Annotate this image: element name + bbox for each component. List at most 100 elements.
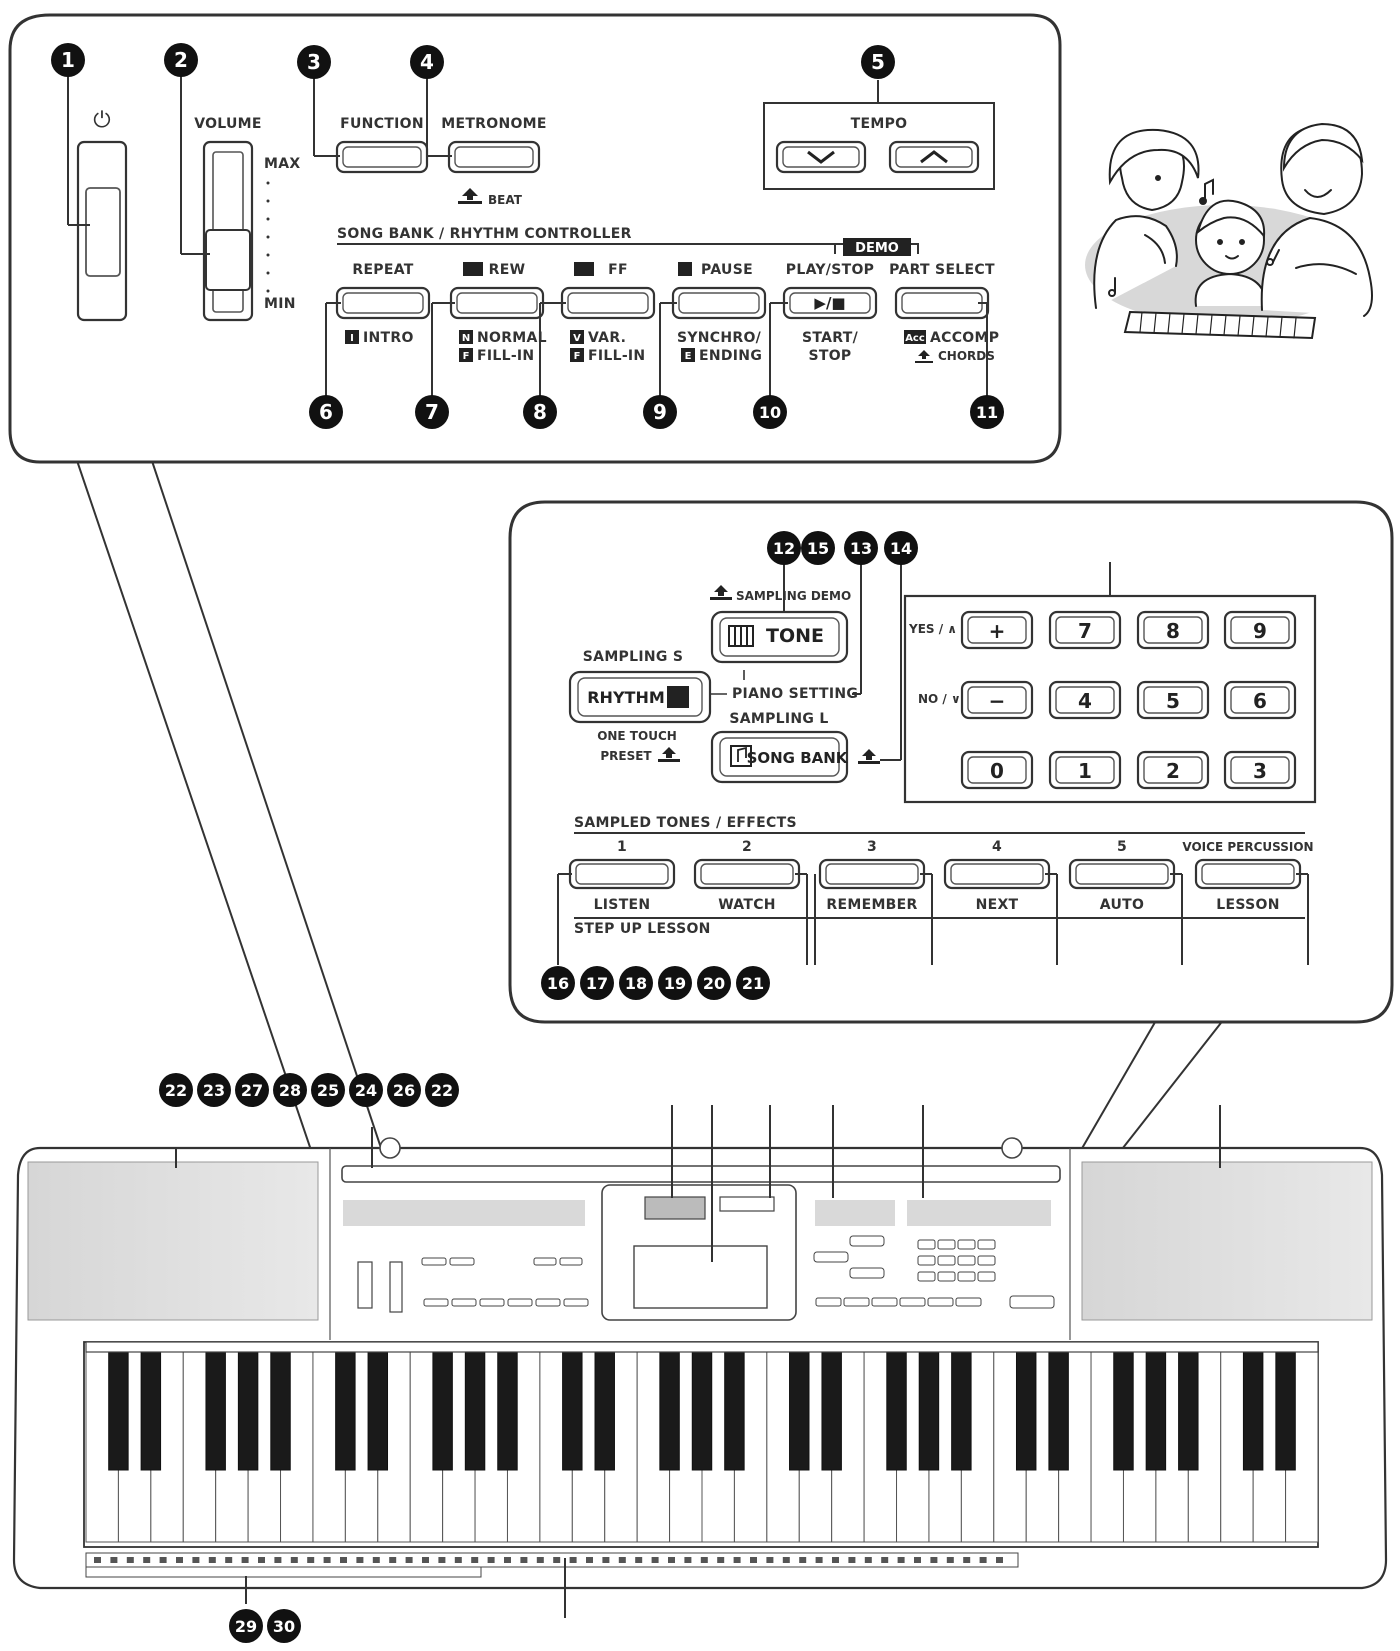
svg-text:27: 27	[241, 1081, 263, 1100]
keypad-button-7[interactable]	[1048, 610, 1122, 650]
black-key[interactable]	[886, 1351, 907, 1471]
black-key[interactable]	[1145, 1351, 1167, 1471]
keypad-label-8: 8	[1166, 619, 1180, 643]
black-key[interactable]	[464, 1351, 486, 1471]
callout-18: 18	[619, 966, 653, 1000]
ctrl-top-label-2: FF	[608, 262, 628, 278]
black-key[interactable]	[335, 1351, 356, 1471]
keypad-button-4[interactable]	[1048, 680, 1122, 720]
svg-text:2: 2	[174, 48, 188, 72]
ctrl-bottom2-3: ENDING	[699, 348, 762, 364]
black-key[interactable]	[789, 1351, 810, 1471]
top-control-panel: ⏻ VOLUME MAX MIN FUNCTION METRONOME BEAT…	[8, 13, 1062, 464]
one-touch-label: ONE TOUCH	[597, 729, 677, 743]
callout-13: 13	[844, 531, 878, 565]
piano-keys[interactable]	[85, 1341, 1319, 1543]
black-key[interactable]	[497, 1351, 518, 1471]
black-key[interactable]	[237, 1351, 259, 1471]
tempo-down-button[interactable]	[775, 140, 867, 174]
keyboard-body	[12, 439, 1388, 1618]
black-key[interactable]	[918, 1351, 940, 1471]
keypad-button-+[interactable]	[960, 610, 1034, 650]
black-key[interactable]	[951, 1351, 972, 1471]
tempo-label: TEMPO	[851, 116, 908, 132]
svg-text:17: 17	[586, 974, 608, 993]
keypad-label-0: 0	[990, 759, 1004, 783]
keypad-label-1: 1	[1078, 759, 1092, 783]
tempo-up-button[interactable]	[888, 140, 980, 174]
black-key[interactable]	[1178, 1351, 1199, 1471]
lesson-label-5: LESSON	[1216, 897, 1279, 913]
rhythm-button[interactable]	[568, 670, 712, 724]
function-label: FUNCTION	[340, 116, 424, 132]
keypad-button-6[interactable]	[1223, 680, 1297, 720]
black-key[interactable]	[1242, 1351, 1264, 1471]
chevron-down-icon	[807, 150, 835, 164]
ctrl-bottom2-1: FILL-IN	[477, 348, 534, 364]
callout-19: 19	[658, 966, 692, 1000]
keypad-label-7: 7	[1078, 619, 1092, 643]
keypad-button-−[interactable]	[960, 680, 1034, 720]
sampling-demo-label: SAMPLING DEMO	[736, 589, 851, 603]
svg-text:1: 1	[61, 48, 75, 72]
glyph2-1: F	[463, 351, 470, 362]
black-key[interactable]	[594, 1351, 615, 1471]
sampling-s-label: SAMPLING S	[583, 649, 683, 665]
keypad-label-−: −	[989, 689, 1006, 713]
black-key[interactable]	[691, 1351, 713, 1471]
black-key[interactable]	[821, 1351, 842, 1471]
song-bank-button[interactable]	[710, 730, 849, 784]
black-key[interactable]	[432, 1351, 453, 1471]
black-key[interactable]	[270, 1351, 291, 1471]
metronome-label: METRONOME	[441, 116, 547, 132]
keypad-button-5[interactable]	[1136, 680, 1210, 720]
svg-text:3: 3	[307, 50, 321, 74]
callout-24: 24	[349, 1073, 383, 1107]
callout-16: 16	[541, 966, 575, 1000]
sample-number-2: 3	[867, 839, 877, 855]
callout-22: 22	[159, 1073, 193, 1107]
tone-button[interactable]	[710, 610, 849, 664]
keypad-button-9[interactable]	[1223, 610, 1297, 650]
black-key[interactable]	[1048, 1351, 1069, 1471]
lesson-label-1: WATCH	[718, 897, 776, 913]
svg-text:30: 30	[273, 1617, 295, 1636]
sampling-l-label: SAMPLING L	[729, 711, 828, 727]
svg-text:12: 12	[773, 539, 795, 558]
volume-slider[interactable]	[205, 229, 251, 291]
black-key[interactable]	[1113, 1351, 1134, 1471]
black-key[interactable]	[1275, 1351, 1296, 1471]
keypad-button-1[interactable]	[1048, 750, 1122, 790]
black-key[interactable]	[1015, 1351, 1037, 1471]
glyph-0: I	[350, 333, 354, 344]
mid-control-panel: SAMPLING DEMO TONE SAMPLING S RHYTHM ONE…	[508, 500, 1394, 1024]
keypad-button-8[interactable]	[1136, 610, 1210, 650]
sample-number-1: 2	[742, 839, 752, 855]
keypad-button-2[interactable]	[1136, 750, 1210, 790]
glyph-1: N	[462, 333, 470, 344]
ctrl-top-label-5: PART SELECT	[889, 262, 995, 278]
hold-icon	[858, 749, 880, 764]
callout-21: 21	[736, 966, 770, 1000]
keypad-button-0[interactable]	[960, 750, 1034, 790]
black-key[interactable]	[724, 1351, 745, 1471]
black-key[interactable]	[367, 1351, 389, 1471]
sample-number-3: 4	[992, 839, 1002, 855]
black-key[interactable]	[108, 1351, 129, 1471]
svg-text:22: 22	[165, 1081, 187, 1100]
ctrl-bottom2-5: CHORDS	[938, 349, 995, 363]
glyph2-2: F	[574, 351, 581, 362]
glyph-2: V	[573, 333, 581, 344]
callout-20: 20	[697, 966, 731, 1000]
glyph2-3: E	[685, 351, 692, 362]
svg-text:20: 20	[703, 974, 725, 993]
sample-number-0: 1	[617, 839, 627, 855]
black-key[interactable]	[659, 1351, 680, 1471]
svg-text:26: 26	[393, 1081, 415, 1100]
black-key[interactable]	[205, 1351, 226, 1471]
ctrl-bottom2-4: STOP	[809, 348, 852, 364]
keypad-label-5: 5	[1166, 689, 1180, 713]
black-key[interactable]	[562, 1351, 583, 1471]
keypad-button-3[interactable]	[1223, 750, 1297, 790]
black-key[interactable]	[140, 1351, 162, 1471]
